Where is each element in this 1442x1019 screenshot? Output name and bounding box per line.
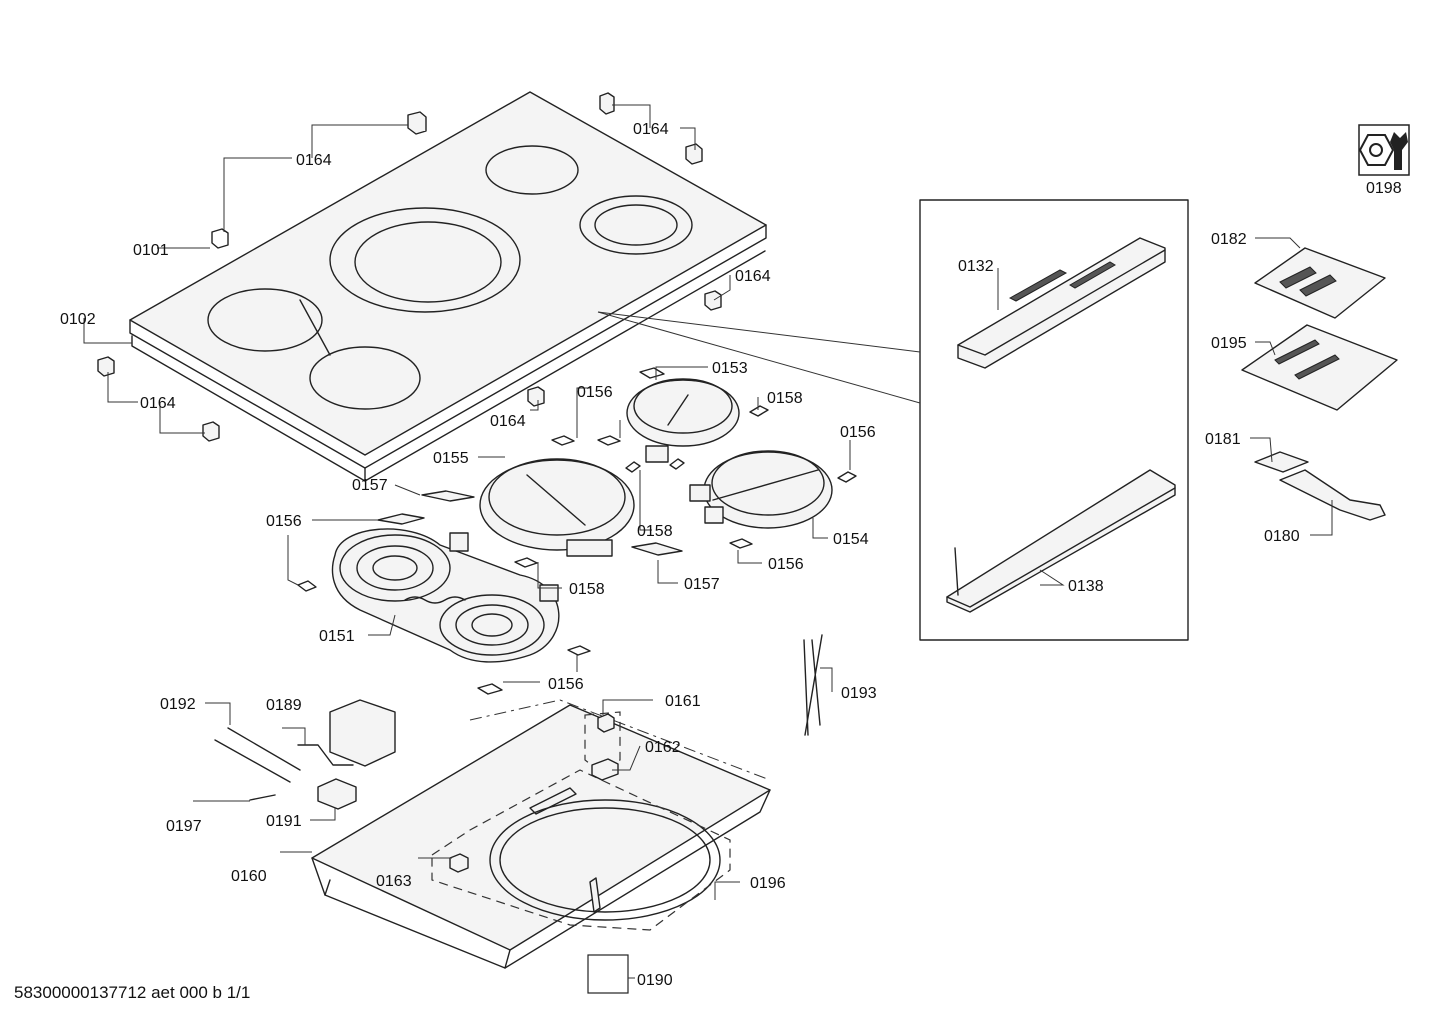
- leader-lines: [83, 104, 1333, 900]
- label-0191: 0191: [266, 813, 302, 830]
- label-0158: 0158: [767, 390, 803, 407]
- label-0156: 0156: [548, 676, 584, 693]
- label-0157: 0157: [684, 576, 720, 593]
- clips: [297, 367, 857, 695]
- label-0192: 0192: [160, 696, 196, 713]
- label-0181: 0181: [1205, 431, 1241, 448]
- label-0163: 0163: [376, 873, 412, 890]
- label-0153: 0153: [712, 360, 748, 377]
- terminal-cover-0189: [297, 699, 396, 767]
- label-0195: 0195: [1211, 335, 1247, 352]
- label-0182: 0182: [1211, 231, 1247, 248]
- label-0138: 0138: [1068, 578, 1104, 595]
- label-0164: 0164: [633, 121, 669, 138]
- glass-ceramic-top: [129, 91, 767, 482]
- label-0193: 0193: [841, 685, 877, 702]
- label-0154: 0154: [833, 531, 869, 548]
- label-0156: 0156: [577, 384, 613, 401]
- label-0190: 0190: [637, 972, 673, 989]
- housing-0160: [311, 704, 771, 969]
- heating-element-0154: [689, 450, 833, 529]
- label-0189: 0189: [266, 697, 302, 714]
- part-labels: 0164 0164 0164 0164 0164 0101 0102 0132 …: [14, 121, 1402, 1002]
- label-0156: 0156: [266, 513, 302, 530]
- label-0164: 0164: [140, 395, 176, 412]
- small-parts: [449, 713, 619, 873]
- label-0132: 0132: [958, 258, 994, 275]
- heating-element-0153: [626, 378, 740, 463]
- label-0158: 0158: [637, 523, 673, 540]
- label-0161: 0161: [665, 693, 701, 710]
- document-id: 58300000137712 aet 000 b 1/1: [14, 983, 250, 1002]
- label-0198: 0198: [1366, 180, 1402, 197]
- label-0162: 0162: [645, 739, 681, 756]
- label-0102: 0102: [60, 311, 96, 328]
- service-tool-icon: [1358, 124, 1410, 176]
- label-0156: 0156: [840, 424, 876, 441]
- label-0164: 0164: [735, 268, 771, 285]
- label-0164: 0164: [490, 413, 526, 430]
- label-0155: 0155: [433, 450, 469, 467]
- label-0180: 0180: [1264, 528, 1300, 545]
- label-0164: 0164: [296, 152, 332, 169]
- label-0196: 0196: [750, 875, 786, 892]
- label-0157: 0157: [352, 477, 388, 494]
- heating-element-0155: [479, 458, 635, 557]
- bracket-0164-a: [97, 92, 722, 442]
- cables-0192: [214, 634, 823, 801]
- label-0156: 0156: [768, 556, 804, 573]
- screws-bag-0195: [1241, 324, 1398, 411]
- electronics-inset-box: [597, 199, 1189, 641]
- label-0151: 0151: [319, 628, 355, 645]
- heating-element-0151: [331, 528, 560, 663]
- scraper-0180: [1254, 451, 1386, 521]
- terminal-block-0191: [317, 778, 357, 810]
- label-0101: 0101: [133, 242, 169, 259]
- label-0158: 0158: [569, 581, 605, 598]
- label-0197: 0197: [166, 818, 202, 835]
- label-0160: 0160: [231, 868, 267, 885]
- parts-bag-0182: [1254, 247, 1386, 319]
- document-0190: [587, 954, 635, 994]
